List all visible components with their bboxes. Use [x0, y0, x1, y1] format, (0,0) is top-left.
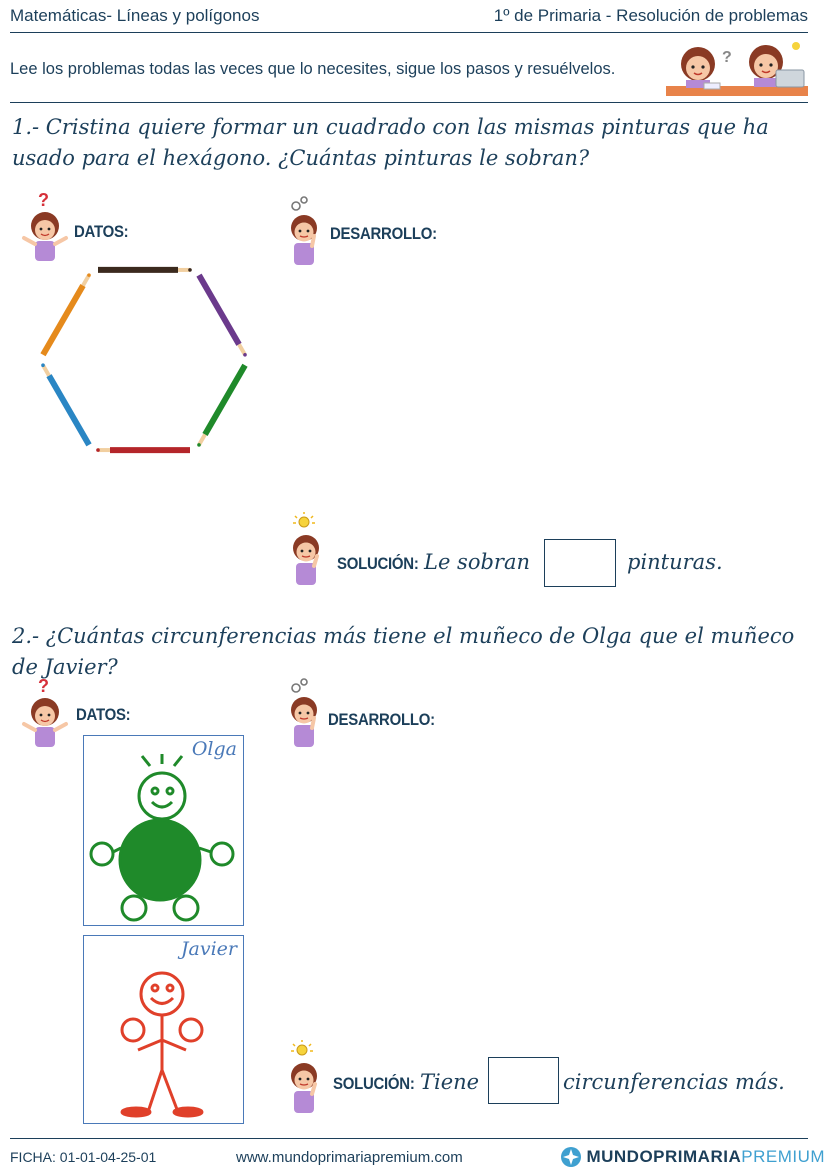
solucion-girl-icon — [293, 512, 319, 585]
olga-name: Olga — [191, 738, 237, 760]
pencil-4 — [96, 447, 190, 454]
header-course: 1º de Primaria - Resolución de problemas — [493, 6, 808, 25]
ficha-code: 01-01-04-25-01 — [59, 1149, 157, 1165]
javier-figure-box: Javier — [83, 935, 244, 1124]
olga-right-foot — [172, 894, 200, 922]
olga-right-hand — [209, 841, 235, 867]
brand-main: MUNDOPRIMARIA — [586, 1147, 742, 1166]
desarrollo-label-1: DESARROLLO: — [330, 224, 437, 243]
pencil-hexagon — [40, 266, 248, 454]
solucion-label-2: SOLUCIÓN: — [333, 1074, 415, 1093]
lightbulb-icon — [293, 512, 315, 528]
svg-text:?: ? — [722, 49, 732, 66]
header-subject: Matemáticas- Líneas y polígonos — [10, 6, 260, 25]
javier-right-eye — [165, 983, 175, 993]
solucion-2-before: Tiene — [420, 1070, 480, 1094]
solucion-1-after: pinturas. — [627, 550, 723, 574]
javier-right-hand — [178, 1017, 204, 1043]
olga-head — [137, 771, 187, 821]
solucion-girl-icon — [291, 1040, 317, 1113]
solucion-2-after: circunferencias más. — [563, 1070, 785, 1094]
ficha: FICHA: 01-01-04-25-01 — [10, 1149, 156, 1165]
website-link[interactable]: www.mundoprimariapremium.com — [236, 1149, 463, 1166]
question-mark-icon: ? — [38, 676, 49, 696]
olga-mouth — [150, 800, 174, 809]
problem-1-statement: 1.- Cristina quiere formar un cuadrado c… — [12, 115, 769, 170]
girls-illustration: ? — [666, 42, 808, 96]
datos-girl-icon: ? — [22, 676, 68, 747]
olga-doll — [89, 754, 235, 922]
gears-icon — [291, 196, 308, 211]
question-mark-icon: ? — [38, 190, 49, 210]
olga-figure-box: Olga — [83, 735, 244, 926]
solucion-1-before: Le sobran — [424, 550, 530, 574]
answer-box-1[interactable] — [544, 539, 616, 587]
javier-head — [139, 971, 185, 1017]
solucion-label-1: SOLUCIÓN: — [337, 554, 419, 573]
olga-body — [118, 818, 202, 902]
pencil-6 — [40, 273, 91, 357]
instructions-divider — [10, 102, 808, 103]
olga-left-foot — [120, 894, 148, 922]
pencil-2 — [196, 273, 247, 357]
gears-icon — [291, 678, 308, 693]
instructions: Lee los problemas todas las veces que lo… — [10, 60, 616, 78]
lightbulb-icon — [291, 1040, 313, 1056]
olga-left-eye — [150, 786, 160, 796]
javier-doll — [120, 971, 204, 1118]
answer-box-2[interactable] — [488, 1057, 559, 1104]
datos-label-2: DATOS: — [76, 705, 131, 724]
problem-2-statement: 2.- ¿Cuántas circunferencias más tiene e… — [12, 624, 795, 679]
brand-logo: MUNDOPRIMARIAPREMIUM — [560, 1146, 825, 1168]
ficha-label: FICHA: — [10, 1149, 56, 1165]
javier-left-foot — [120, 1106, 152, 1118]
datos-girl-icon: ? — [22, 190, 68, 261]
olga-hair — [140, 754, 184, 767]
thinking-girl-icon — [681, 47, 721, 90]
desarrollo-girl-icon — [291, 678, 317, 747]
header-divider — [10, 32, 808, 33]
pencil-3 — [197, 363, 248, 447]
olga-right-eye — [165, 786, 175, 796]
brand-premium: PREMIUM — [741, 1147, 826, 1166]
javier-left-eye — [150, 983, 160, 993]
javier-body — [137, 1015, 187, 1113]
pencil-1 — [98, 266, 192, 273]
mundo-globe-icon — [561, 1147, 581, 1167]
javier-name: Javier — [180, 938, 237, 960]
javier-right-foot — [172, 1106, 204, 1118]
olga-arms — [112, 846, 212, 854]
footer-divider — [10, 1138, 808, 1139]
pencil-5 — [41, 363, 92, 447]
datos-label-1: DATOS: — [74, 222, 129, 241]
desarrollo-label-2: DESARROLLO: — [328, 710, 435, 729]
javier-left-hand — [120, 1017, 146, 1043]
javier-mouth — [149, 996, 175, 1005]
laptop-girl-icon — [749, 42, 805, 88]
desarrollo-girl-icon — [291, 196, 317, 265]
olga-left-hand — [89, 841, 115, 867]
